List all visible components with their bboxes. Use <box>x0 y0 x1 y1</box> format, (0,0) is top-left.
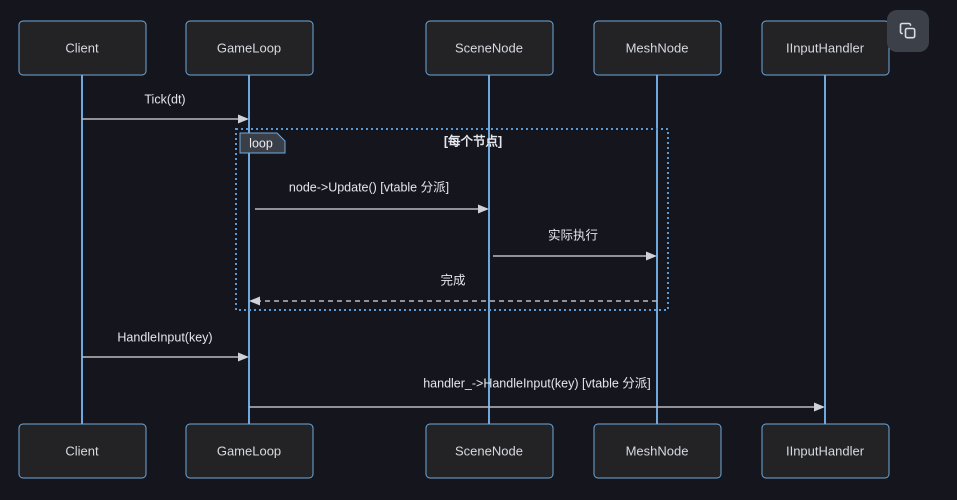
actor-box-client-bottom[interactable]: Client <box>18 423 147 479</box>
message-actual-exec: 实际执行 <box>493 227 657 261</box>
actor-box-iinputhandler-bottom[interactable]: IInputHandler <box>761 423 890 479</box>
actor-box-client-top[interactable]: Client <box>18 20 147 76</box>
actor-box-scenenode-top[interactable]: SceneNode <box>425 20 554 76</box>
actor-boxes-bottom: Client GameLoop SceneNode MeshNode IInpu… <box>18 423 890 479</box>
message-handle-input: HandleInput(key) <box>82 330 249 362</box>
actor-box-scenenode-bottom[interactable]: SceneNode <box>425 423 554 479</box>
actor-label-iinputhandler-top: IInputHandler <box>786 40 865 55</box>
lifelines-group <box>81 75 826 424</box>
message-done: 完成 <box>249 272 657 306</box>
actor-label-iinputhandler-bottom: IInputHandler <box>786 443 865 458</box>
actor-box-gameloop-top[interactable]: GameLoop <box>185 20 314 76</box>
actor-label-scenenode-bottom: SceneNode <box>455 443 523 458</box>
actor-label-client-top: Client <box>65 40 99 55</box>
actor-label-gameloop-top: GameLoop <box>217 40 281 55</box>
message-label-handle-input: HandleInput(key) <box>117 330 212 344</box>
actor-label-meshnode-bottom: MeshNode <box>626 443 689 458</box>
message-label-handler-dispatch: handler_->HandleInput(key) [vtable 分派] <box>423 376 651 390</box>
loop-fragment: loop [每个节点] <box>235 128 669 311</box>
actor-box-meshnode-top[interactable]: MeshNode <box>593 20 722 76</box>
message-tick: Tick(dt) <box>82 92 249 124</box>
actor-label-gameloop-bottom: GameLoop <box>217 443 281 458</box>
arrowhead-icon <box>814 402 825 412</box>
actor-box-gameloop-bottom[interactable]: GameLoop <box>185 423 314 479</box>
arrowhead-icon <box>238 114 249 124</box>
message-label-done: 完成 <box>440 272 465 287</box>
loop-tag-shape <box>239 132 286 154</box>
copy-diagram-button[interactable] <box>887 10 929 52</box>
actor-label-scenenode-top: SceneNode <box>455 40 523 55</box>
actor-boxes-top: Client GameLoop SceneNode MeshNode IInpu… <box>18 20 890 76</box>
message-handler-dispatch: handler_->HandleInput(key) [vtable 分派] <box>249 376 825 412</box>
arrowhead-icon <box>646 251 657 261</box>
loop-fragment-frame <box>235 128 669 311</box>
arrowhead-icon <box>478 204 489 214</box>
loop-condition-label: [每个节点] <box>444 133 502 148</box>
copy-icon <box>899 22 916 39</box>
actor-box-iinputhandler-top[interactable]: IInputHandler <box>761 20 890 76</box>
message-node-update: node->Update() [vtable 分派] <box>255 180 489 214</box>
message-label-node-update: node->Update() [vtable 分派] <box>289 180 449 194</box>
message-label-actual-exec: 实际执行 <box>548 227 598 242</box>
actor-label-client-bottom: Client <box>65 443 99 458</box>
actor-label-meshnode-top: MeshNode <box>626 40 689 55</box>
arrowhead-icon <box>249 296 260 306</box>
loop-tag-label: loop <box>249 136 273 150</box>
actor-box-meshnode-bottom[interactable]: MeshNode <box>593 423 722 479</box>
messages-group: Tick(dt) node->Update() [vtable 分派] 实际执行… <box>82 92 825 412</box>
message-label-tick: Tick(dt) <box>144 92 185 106</box>
arrowhead-icon <box>238 352 249 362</box>
